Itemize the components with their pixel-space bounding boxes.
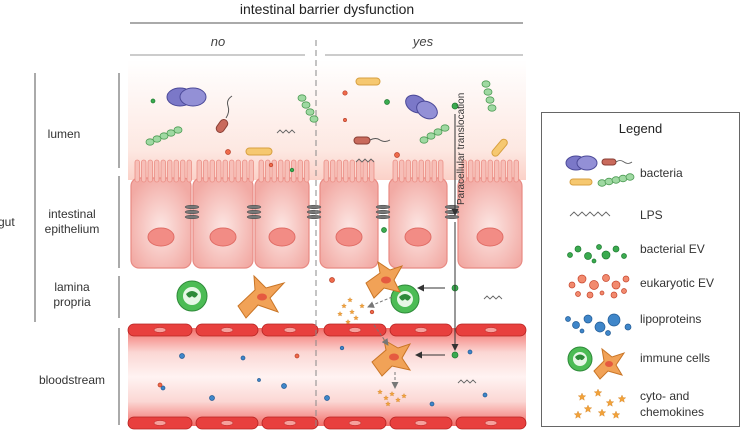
epithelial-cell [319, 177, 379, 269]
lps-molecules [276, 129, 503, 384]
legend-immune-cells-symbol [567, 346, 626, 380]
bacteria-rod [215, 95, 233, 133]
epithelium-label-line2: epithelium [45, 222, 100, 236]
epithelial-cell [388, 177, 448, 269]
legend-bacterial-ev-symbol [567, 244, 627, 264]
epithelial-cell [457, 177, 523, 269]
figure-header: intestinal barrier dysfunction [240, 1, 414, 17]
yes-column-label: yes [412, 34, 434, 49]
blood-vessel [127, 323, 527, 430]
legend-label-lps: LPS [640, 208, 663, 222]
bacteria-diplococcus [166, 87, 207, 107]
macrophage [237, 274, 286, 319]
legend-label-lipoproteins: lipoproteins [640, 312, 702, 326]
no-column-label: no [211, 34, 225, 49]
bloodstream-label: bloodstream [39, 373, 105, 387]
legend-label-cytokines-line2: chemokines [640, 405, 705, 419]
epithelial-cell [192, 177, 254, 269]
bacteria-rod [353, 136, 391, 145]
legend-label-eukaryotic-ev: eukaryotic EV [640, 276, 715, 290]
translocation-arrows [367, 114, 459, 389]
legend-title: Legend [618, 121, 663, 136]
legend-lipoprotein-symbol [565, 313, 632, 336]
legend-lps-symbol [569, 211, 611, 217]
epithelial-cell [130, 177, 192, 269]
vessel-walls [127, 323, 527, 430]
lamina-label-line2: propria [53, 295, 91, 309]
paracellular-label: Paracellular translocation [456, 93, 467, 205]
bacteria-bacillus-yellow [245, 77, 508, 157]
particles [150, 90, 488, 407]
legend-eukaryotic-ev-symbol [568, 274, 630, 299]
legend-label-bacteria: bacteria [640, 166, 683, 180]
lamina-label-line1: lamina [54, 280, 90, 294]
legend-symbols [565, 155, 635, 419]
tight-junctions [184, 204, 460, 220]
epithelial-cell [254, 177, 310, 269]
legend: Legend bacteria LPS [541, 112, 740, 427]
legend-label-immune-cells: immune cells [640, 351, 711, 365]
epithelium-label-line1: intestinal [48, 207, 95, 221]
legend-cytokine-symbol [573, 388, 627, 419]
epithelium [130, 159, 523, 269]
lumen-label: lumen [48, 127, 81, 141]
bacteria-group [145, 77, 508, 157]
bacteria-diplococcus [405, 94, 438, 120]
macrophage [365, 260, 404, 299]
legend-bacteria-symbol [565, 155, 635, 187]
bacteria-streptococcus [145, 80, 497, 146]
legend-label-bacterial-ev: bacterial EV [640, 242, 705, 256]
gut-label: gut [0, 215, 15, 229]
lymphocyte [176, 280, 208, 312]
legend-label-cytokines-line1: cyto- and [640, 389, 690, 403]
